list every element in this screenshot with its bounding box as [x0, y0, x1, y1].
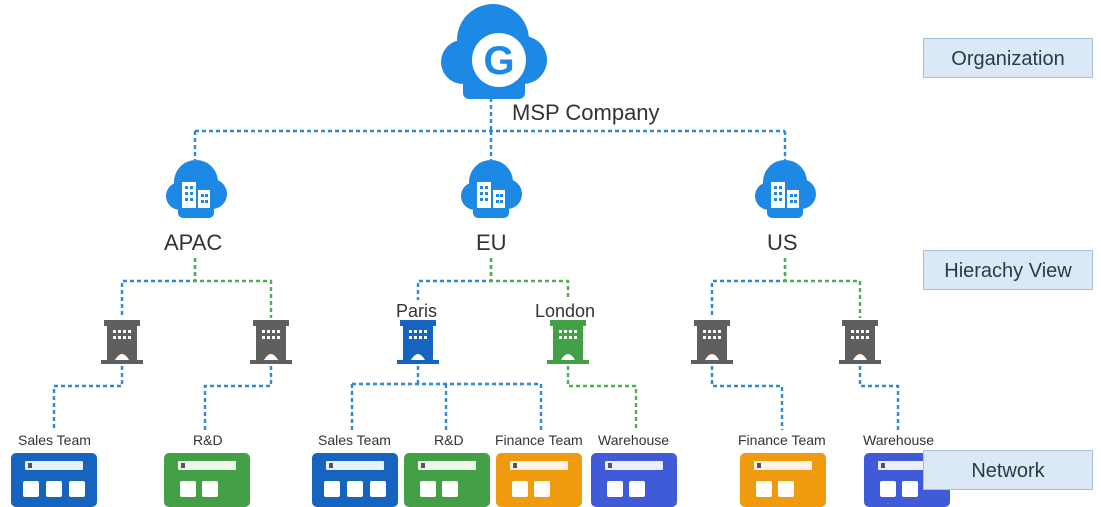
network-label: Finance Team [495, 432, 583, 448]
switch-icon [164, 453, 250, 507]
blue-links [52, 98, 900, 430]
network-label: Warehouse [863, 432, 935, 448]
building-icon [397, 320, 439, 364]
tier-label-network: Network [923, 450, 1093, 490]
region-cloud-icons [166, 160, 816, 218]
region-label-us: US [767, 230, 798, 255]
network-label: R&D [193, 432, 223, 448]
organization-cloud-icon: G [441, 4, 547, 99]
organization-name: MSP Company [512, 100, 660, 125]
network-label: R&D [434, 432, 464, 448]
network-switches [11, 453, 950, 507]
tier-label-hierarchy: Hierachy View [923, 250, 1093, 290]
switch-icon [496, 453, 582, 507]
network-label: Finance Team [738, 432, 826, 448]
region-label-apac: APAC [164, 230, 223, 255]
switch-icon [404, 453, 490, 507]
site-label-paris: Paris [396, 301, 438, 321]
site-label-london: London [535, 301, 596, 321]
network-label: Warehouse [598, 432, 670, 448]
site-buildings [101, 320, 881, 364]
switch-icon [591, 453, 677, 507]
switch-icon [312, 453, 398, 507]
building-icon [101, 320, 143, 364]
building-icon [691, 320, 733, 364]
switch-icon [740, 453, 826, 507]
region-label-eu: EU [476, 230, 507, 255]
switch-icon [11, 453, 97, 507]
network-label: Sales Team [318, 432, 391, 448]
connectors [52, 98, 900, 430]
green-links [193, 258, 862, 430]
network-label: Sales Team [18, 432, 91, 448]
cloud-building-icon [755, 160, 816, 218]
building-icon [547, 320, 589, 364]
cloud-building-icon [166, 160, 227, 218]
building-icon [250, 320, 292, 364]
organization-logo-letter: G [483, 39, 514, 83]
building-icon [839, 320, 881, 364]
cloud-building-icon [461, 160, 522, 218]
tier-label-organization: Organization [923, 38, 1093, 78]
